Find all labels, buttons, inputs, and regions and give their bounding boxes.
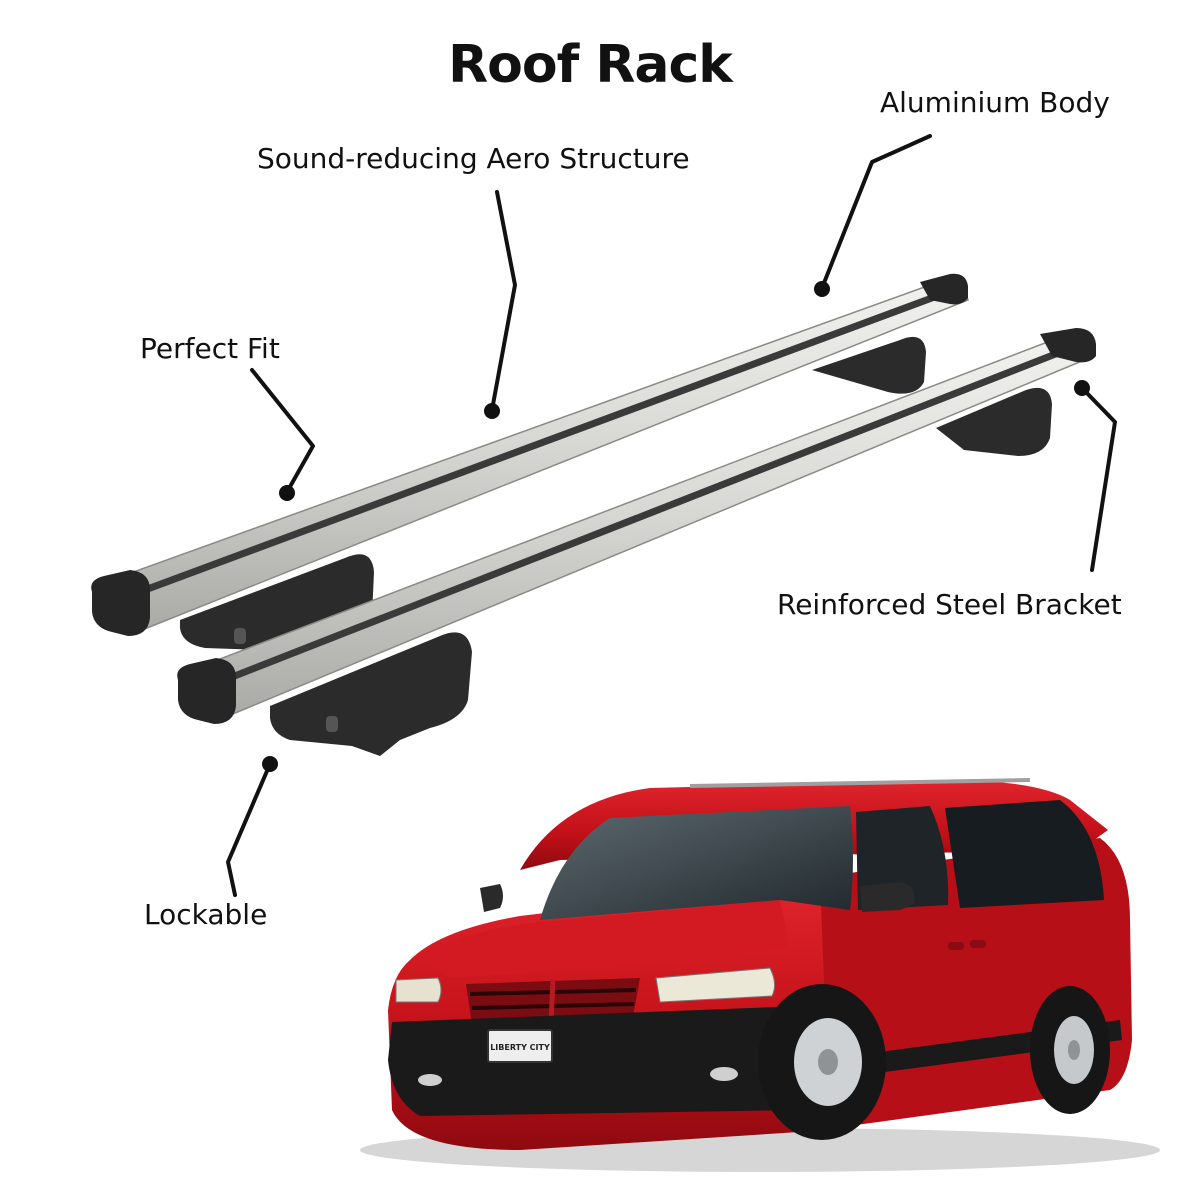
- back-roof-bar: [91, 273, 969, 644]
- bracket-dot: [1074, 380, 1090, 396]
- van-windshield: [540, 806, 853, 920]
- van-hood: [420, 900, 790, 978]
- front-bar-endcap-right: [1040, 328, 1096, 363]
- van-rear-wheel: [1030, 986, 1110, 1114]
- back-bar-channel: [114, 288, 952, 604]
- callout-dots: [262, 281, 1090, 772]
- van-foglight-right: [710, 1067, 738, 1081]
- van-side-window-front: [856, 806, 949, 910]
- license-plate: LIBERTY CITY: [487, 1029, 553, 1063]
- callout-aero-structure: Sound-reducing Aero Structure: [257, 142, 690, 175]
- front-near-bracket: [270, 632, 472, 756]
- van-foglight-left: [418, 1074, 442, 1086]
- lockable-leader-line: [226, 762, 272, 897]
- van-mirror-left: [480, 884, 503, 912]
- aero-dot: [484, 403, 500, 419]
- callout-perfect-fit: Perfect Fit: [140, 332, 280, 365]
- callout-lockable: Lockable: [144, 898, 268, 931]
- van-side-window-rear: [945, 800, 1104, 908]
- front-bar-channel: [200, 342, 1080, 692]
- van-headlight-left: [395, 977, 442, 1003]
- aluminium-leader-line: [820, 134, 932, 290]
- fit-leader-line: [250, 368, 315, 494]
- van-headlight-right: [655, 967, 776, 1003]
- front-roof-bar: [177, 328, 1096, 732]
- callout-steel-bracket: Reinforced Steel Bracket: [777, 588, 1122, 621]
- license-plate-text: LIBERTY CITY: [490, 1043, 550, 1052]
- front-bar-brackets: [270, 387, 1052, 756]
- red-minivan-illustration: LIBERTY CITY: [360, 778, 1160, 1172]
- page-title: Roof Rack: [448, 35, 733, 95]
- back-bar-endcap-right: [920, 273, 968, 305]
- van-roof-rail: [689, 778, 1031, 788]
- back-far-bracket: [812, 336, 926, 394]
- bracket-leader-line: [1080, 386, 1117, 572]
- van-front-wheel: [758, 984, 886, 1140]
- van-side-mirror: [860, 882, 915, 912]
- van-door-handle: [948, 942, 964, 950]
- van-front-bumper: [388, 1006, 808, 1116]
- front-bar-lock: [326, 716, 338, 732]
- front-far-bracket: [936, 387, 1052, 456]
- aero-leader-line: [490, 190, 517, 412]
- fit-dot: [279, 485, 295, 501]
- van-grille: [466, 978, 640, 1024]
- van-door-handle-2: [970, 940, 986, 948]
- lockable-dot: [262, 756, 278, 772]
- back-bar-lock: [234, 628, 246, 644]
- back-bar-endcap-left: [91, 570, 150, 636]
- aluminium-dot: [814, 281, 830, 297]
- front-bar-endcap-left: [177, 658, 236, 724]
- callout-lines: [226, 134, 1117, 897]
- callout-aluminium-body: Aluminium Body: [880, 86, 1110, 119]
